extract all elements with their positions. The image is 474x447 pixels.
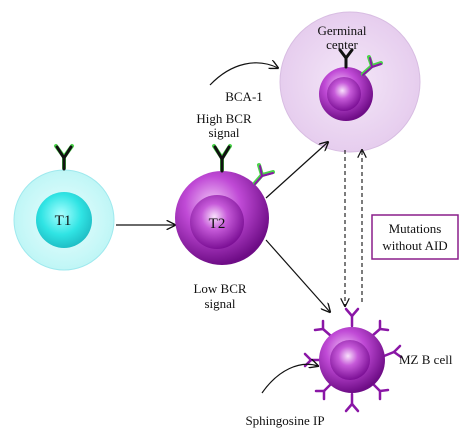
- mutations-box-border: [371, 214, 459, 260]
- t1-cell-node: T1: [13, 144, 115, 271]
- low-bcr-label-line1: Low BCR: [193, 281, 246, 296]
- mutations-label-line1: Mutations: [389, 221, 442, 236]
- germinal-mutated-receptor-icon: [361, 55, 383, 76]
- mz-cell-nucleus: [330, 340, 370, 380]
- mutations-label-line2: without AID: [382, 238, 447, 253]
- mz-b-cell-node: MZ B cell: [303, 307, 453, 413]
- high-bcr-label-line2: signal: [208, 125, 239, 140]
- germinal-center-node: Germinal center: [279, 11, 421, 153]
- t2-cell-node: T2: [175, 144, 275, 265]
- t1-receptor-icon: [54, 144, 74, 171]
- bca1-label: BCA-1: [225, 89, 263, 104]
- germinal-center-label-line2: center: [326, 37, 358, 52]
- t2-to-germinal-arrow: [265, 142, 328, 199]
- high-bcr-label-line1: High BCR: [196, 111, 252, 126]
- t2-cell-nucleus: [190, 195, 244, 249]
- mutations-without-aid-box: Mutations without AID: [371, 214, 459, 260]
- t2-mutated-receptor-icon: [253, 163, 275, 185]
- bca1-arrow: [209, 63, 278, 86]
- sphingosine-arrow: [261, 364, 318, 394]
- low-bcr-label-line2: signal: [204, 296, 235, 311]
- t2-receptor-icon: [212, 144, 232, 173]
- t2-label: T2: [209, 216, 226, 232]
- germinal-cell-nucleus: [327, 77, 361, 111]
- sphingosine-label: Sphingosine IP: [245, 413, 324, 428]
- t2-to-mz-arrow: [265, 239, 330, 312]
- t1-cell-nucleus: [36, 192, 92, 248]
- germinal-center-label-line1: Germinal: [317, 23, 366, 38]
- mz-b-cell-label: MZ B cell: [399, 352, 453, 367]
- t1-label: T1: [55, 213, 72, 229]
- germinal-receptor-icon: [338, 48, 354, 69]
